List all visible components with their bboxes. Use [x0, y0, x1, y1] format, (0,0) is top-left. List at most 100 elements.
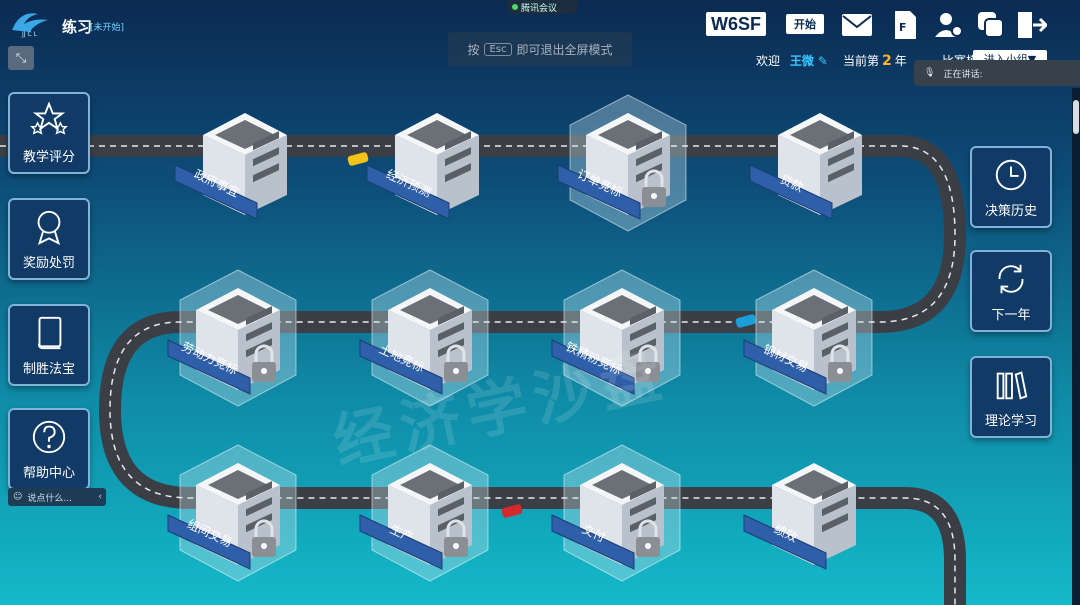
window: [636, 147, 662, 167]
lock-icon: [642, 169, 666, 207]
hint-prefix: 按: [467, 42, 480, 57]
building-4[interactable]: 贷款: [749, 113, 862, 220]
label-ribbon: [743, 514, 827, 570]
start-button[interactable]: 开始: [786, 14, 824, 34]
meeting-indicator[interactable]: 腾讯会议: [508, 0, 578, 14]
building-11[interactable]: 交付: [551, 444, 681, 582]
year-suffix: 年: [894, 54, 907, 68]
scrollbar[interactable]: [1072, 88, 1080, 605]
copy-icon: [978, 12, 1004, 38]
exit-fullscreen-button[interactable]: ⤡: [8, 46, 34, 70]
menu-theory-study[interactable]: 理论学习: [970, 356, 1052, 438]
library-icon: [996, 370, 1028, 400]
fullscreen-hint: 按 Esc 即可退出全屏模式: [448, 32, 632, 66]
svg-text:F: F: [899, 21, 907, 34]
year-prefix: 当前第: [843, 54, 880, 68]
building-8[interactable]: 钢材交易: [743, 269, 873, 407]
app-logo: JJ C L: [12, 13, 48, 38]
window: [630, 306, 656, 326]
building-1[interactable]: 政府事宜: [174, 113, 287, 220]
edit-icon[interactable]: ✎: [817, 54, 828, 68]
building-6[interactable]: 土地竞标: [359, 269, 489, 407]
menu-teaching-score[interactable]: 教学评分: [8, 92, 90, 174]
building-10[interactable]: 生产: [359, 444, 489, 582]
car-red: [501, 504, 523, 518]
window: [246, 481, 272, 501]
document-icon: F: [895, 11, 916, 39]
window: [828, 163, 854, 183]
window: [630, 322, 656, 342]
welcome-text: 欢迎 王微 ✎: [756, 52, 828, 69]
label-ribbon: [551, 514, 635, 570]
document-button[interactable]: F: [888, 10, 922, 40]
user-name[interactable]: 王微: [789, 54, 814, 68]
building-5[interactable]: 劳动力竞标: [167, 269, 297, 407]
building-2[interactable]: 经济预测: [366, 113, 479, 220]
esc-key: Esc: [484, 42, 512, 56]
menu-decision-history[interactable]: 决策历史: [970, 146, 1052, 228]
menu-label: 决策历史: [984, 203, 1037, 219]
window: [636, 131, 662, 151]
chat-input[interactable]: ☺ 说点什么... ‹: [8, 488, 106, 506]
building-7[interactable]: 铁精粉竞标: [551, 269, 681, 407]
label-ribbon: [551, 339, 635, 395]
window: [822, 481, 848, 501]
label-ribbon: [359, 339, 443, 395]
menu-label: 理论学习: [984, 413, 1037, 429]
copy-button[interactable]: [974, 10, 1008, 40]
welcome-label: 欢迎: [756, 54, 781, 68]
label-ribbon: [167, 514, 251, 570]
menu-label: 奖励处罚: [22, 255, 75, 271]
lock-icon: [444, 519, 468, 557]
building-3[interactable]: 订单竞标: [557, 94, 687, 232]
refresh-icon: [998, 264, 1024, 293]
window: [445, 163, 471, 183]
menu-next-year[interactable]: 下一年: [970, 250, 1052, 332]
stars-icon: [30, 101, 68, 135]
chevron-left-icon[interactable]: ‹: [98, 492, 102, 502]
menu-rewards[interactable]: 奖励处罚: [8, 198, 90, 280]
user-settings-button[interactable]: [932, 10, 966, 40]
window: [822, 306, 848, 326]
road-dashes: [0, 145, 956, 605]
label-ribbon: [749, 164, 833, 220]
window: [822, 497, 848, 517]
lock-icon: [636, 519, 660, 557]
chat-placeholder: 说点什么...: [27, 493, 72, 504]
app-title: 练习: [62, 18, 93, 36]
building-9[interactable]: 组间交易: [167, 444, 297, 582]
window: [253, 131, 279, 151]
mail-button[interactable]: [840, 10, 874, 40]
collapse-icon: ⤡: [15, 50, 27, 66]
lock-icon: [252, 519, 276, 557]
window: [253, 163, 279, 183]
exit-icon: [1018, 12, 1047, 38]
menu-winning-tips[interactable]: 制胜法宝: [8, 304, 90, 386]
window: [253, 147, 279, 167]
window: [438, 322, 464, 342]
window: [246, 497, 272, 517]
car-yellow: [347, 152, 369, 166]
year-value: 2: [882, 53, 892, 69]
window: [445, 147, 471, 167]
window: [630, 481, 656, 501]
car-blue: [735, 314, 757, 328]
lock-icon: [252, 344, 276, 382]
emoji-icon[interactable]: ☺: [13, 492, 23, 502]
window: [438, 497, 464, 517]
mail-icon: [842, 14, 872, 36]
window: [438, 481, 464, 501]
signal-icon: [512, 4, 518, 10]
book-icon: [38, 316, 62, 349]
label-ribbon: [167, 339, 251, 395]
window: [822, 322, 848, 342]
building-12[interactable]: 绩效: [743, 463, 856, 570]
exit-button[interactable]: [1014, 10, 1048, 40]
scroll-thumb[interactable]: [1073, 100, 1079, 134]
window: [828, 147, 854, 167]
menu-help-center[interactable]: 帮助中心: [8, 408, 90, 490]
history-icon: [995, 159, 1027, 190]
window: [246, 322, 272, 342]
room-code: W6SF: [706, 12, 766, 36]
